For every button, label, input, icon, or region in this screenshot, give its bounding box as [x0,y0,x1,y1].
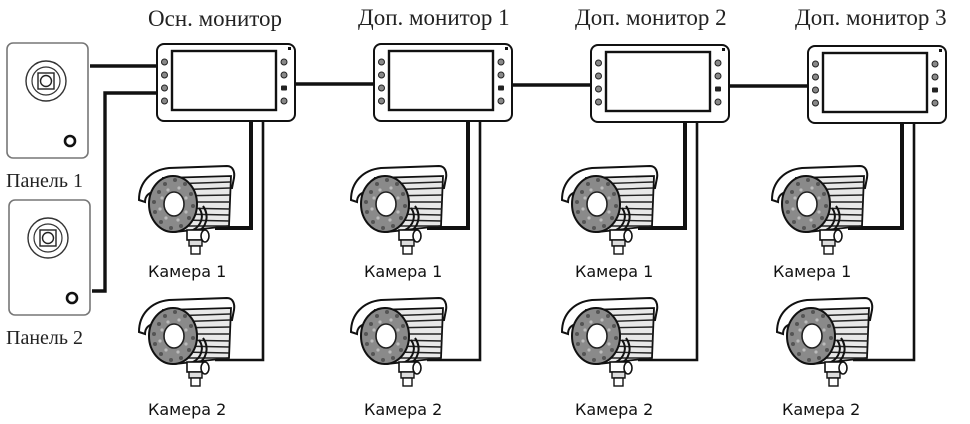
wire-camera-2 [638,122,699,362]
panel-label-2: Панель 2 [6,327,84,349]
wire-camera-1 [848,123,904,230]
monitor-title-extra2: Доп. монитор 2 [575,5,727,30]
wire-camera-1 [638,122,687,230]
wire-camera-2 [215,121,265,362]
cctv-camera-icon [350,297,448,387]
wire-camera-2 [853,123,916,362]
camera-label: Камера 2 [575,400,654,419]
cctv-camera-icon [138,297,236,387]
monitor-icon [806,44,948,125]
cctv-camera-icon [561,165,659,255]
cctv-camera-icon [561,297,659,387]
monitor-icon [155,42,297,123]
camera-label: Камера 2 [148,400,227,419]
camera-wiring [215,121,916,362]
camera-label: Камера 2 [782,400,861,419]
wire-camera-1 [427,121,470,230]
door-panel-icon [7,198,92,317]
cctv-camera-icon [350,165,448,255]
cctv-camera-icon [138,165,236,255]
monitor-title-extra3: Доп. монитор 3 [795,5,947,30]
door-panel-icon [5,41,90,160]
cctv-camera-icon [776,297,874,387]
camera-label: Камера 1 [773,262,852,281]
monitor-title-extra1: Доп. монитор 1 [358,5,510,30]
camera-label: Камера 1 [148,262,227,281]
camera-label: Камера 1 [364,262,443,281]
wire-camera-1 [215,121,253,230]
monitor-title-main: Осн. монитор [148,6,283,31]
monitor-icon [372,42,514,123]
camera-label: Камера 1 [575,262,654,281]
monitor-icon [589,43,731,124]
wiring [90,64,808,293]
cctv-camera-icon [771,165,869,255]
wire-camera-2 [427,121,482,362]
camera-label: Камера 2 [364,400,443,419]
panel-label-1: Панель 1 [6,170,84,192]
wire-panel2-main [92,91,157,293]
